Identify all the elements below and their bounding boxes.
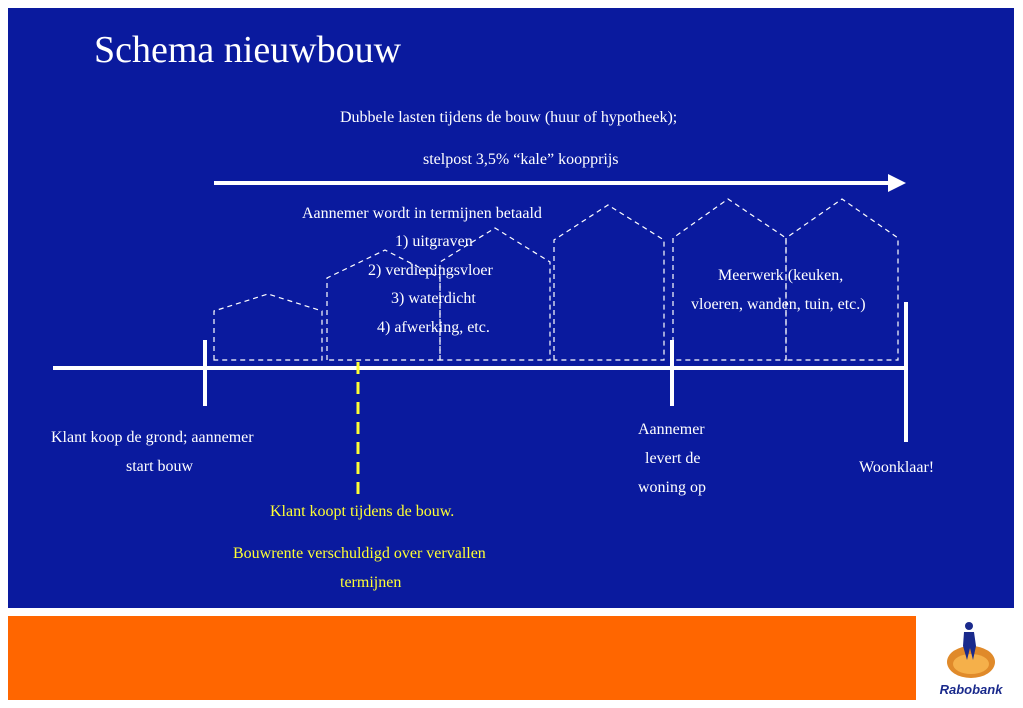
page-title: Schema nieuwbouw <box>94 29 402 71</box>
house-outline-4 <box>553 204 665 361</box>
milestone-delivery-line2: levert de <box>645 450 701 467</box>
house-outline-1 <box>213 293 323 361</box>
installment-1: 1) uitgraven <box>395 233 473 250</box>
milestone-delivery-line1: Aannemer <box>638 421 705 438</box>
interest-line1: Bouwrente verschuldigd over vervallen <box>233 545 486 562</box>
interest-line2: termijnen <box>340 574 402 591</box>
top-arrow-head <box>888 174 906 192</box>
slide-background <box>8 8 1014 608</box>
rabobank-logo: Rabobank <box>926 618 1016 702</box>
installment-2: 2) verdiepingsvloer <box>368 262 493 279</box>
rabobank-wordmark: Rabobank <box>939 682 1003 697</box>
installment-4: 4) afwerking, etc. <box>377 319 490 336</box>
milestone-delivery-line3: woning op <box>638 479 706 496</box>
footer-bar <box>8 616 916 700</box>
milestone-done: Woonklaar! <box>859 459 935 476</box>
milestone-start-line2: start bouw <box>126 458 194 475</box>
extra-work-line2: vloeren, wanden, tuin, etc.) <box>691 296 866 313</box>
installment-3: 3) waterdicht <box>391 290 476 307</box>
double-costs-line2: stelpost 3,5% “kale” koopprijs <box>423 151 619 168</box>
double-costs-line1: Dubbele lasten tijdens de bouw (huur of … <box>340 109 678 126</box>
milestone-start-line1: Klant koop de grond; aannemer <box>51 429 254 446</box>
extra-work-line1: Meerwerk (keuken, <box>718 267 844 284</box>
installments-heading: Aannemer wordt in termijnen betaald <box>302 205 542 222</box>
house-outline-6 <box>785 198 899 361</box>
house-outline-5 <box>672 198 787 361</box>
rabobank-emblem-icon <box>947 622 995 678</box>
house-outline-2 <box>326 249 441 361</box>
house-outline-3 <box>439 227 551 361</box>
buy-during-label: Klant koopt tijdens de bouw. <box>270 503 455 520</box>
